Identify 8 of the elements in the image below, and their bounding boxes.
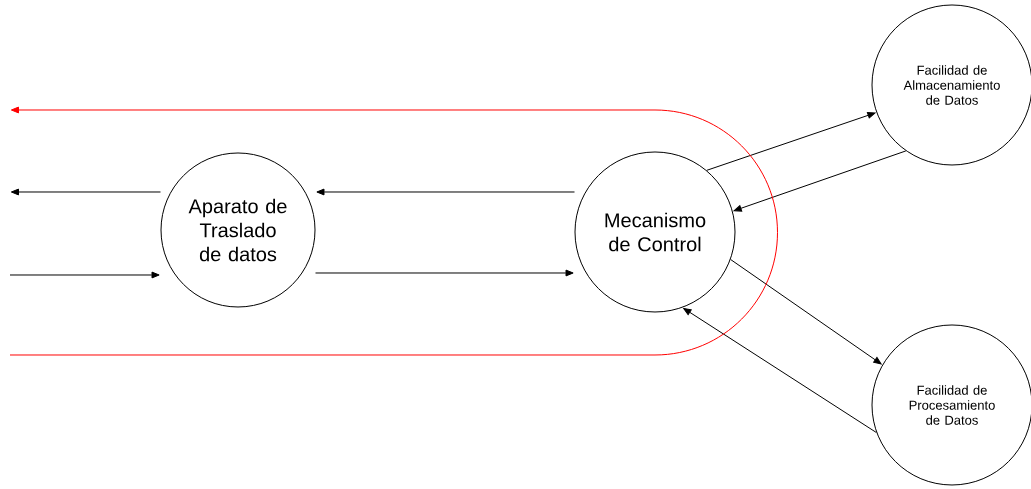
arrow: [10, 188, 161, 196]
arrow: [9, 271, 160, 279]
arrow: [706, 112, 876, 171]
arrow: [315, 269, 574, 277]
arrow: [733, 150, 907, 212]
arrow: [730, 259, 882, 365]
arrow: [683, 307, 877, 433]
arrow: [316, 188, 575, 196]
